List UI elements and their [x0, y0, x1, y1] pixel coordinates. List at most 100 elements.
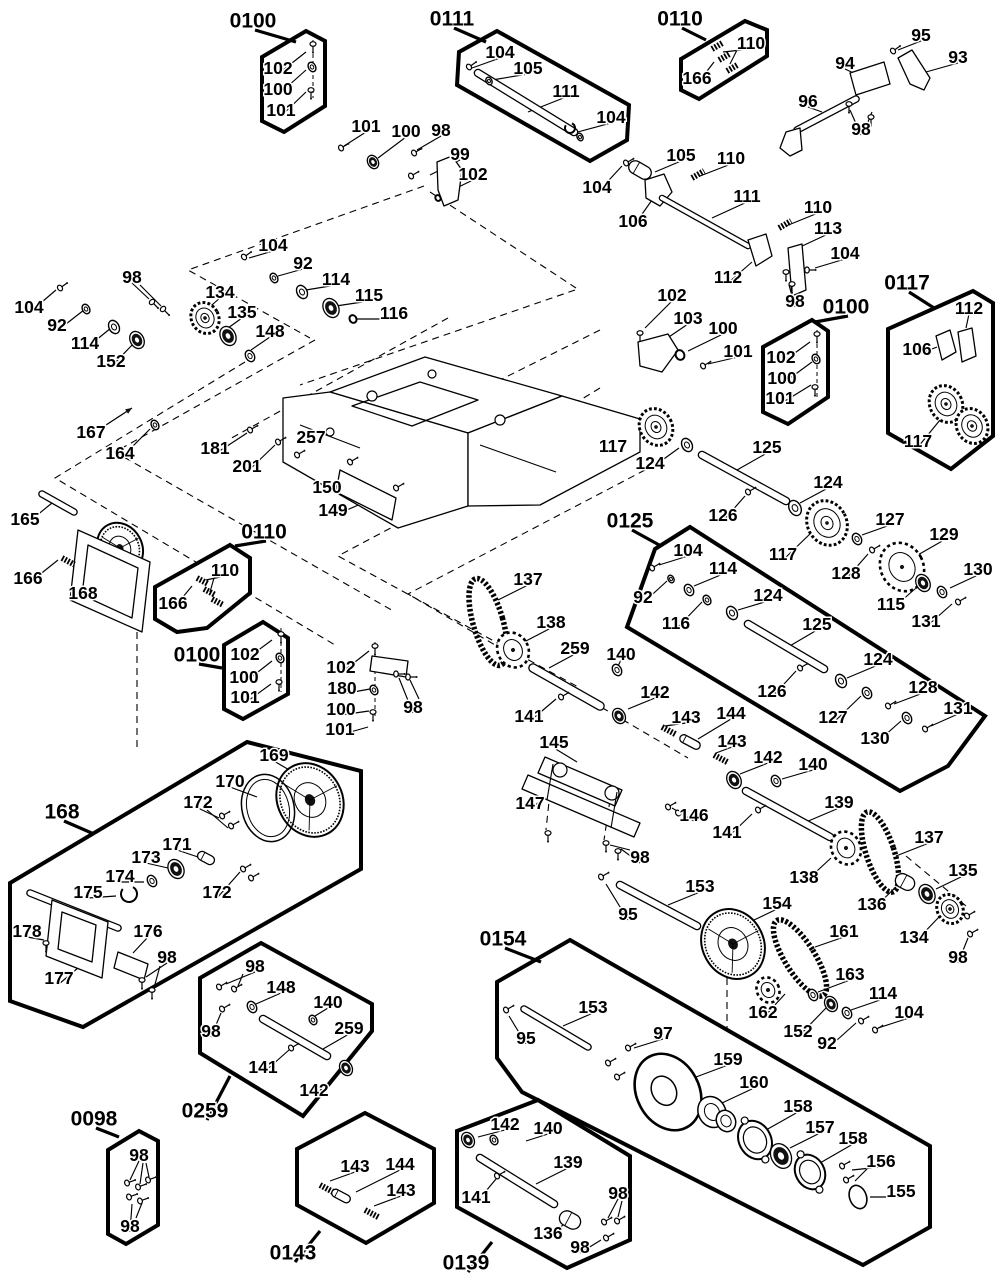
part-label-111: 111: [733, 186, 761, 206]
part-label-96: 96: [798, 91, 818, 111]
leader-line: [649, 447, 680, 470]
part-label-114: 114: [322, 269, 350, 289]
part-plate: [351, 381, 479, 427]
part-label-110: 110: [804, 197, 832, 217]
part-label-115: 115: [355, 285, 383, 305]
leader-line: [849, 109, 862, 136]
part-shaft: [529, 664, 604, 710]
leader-line: [850, 998, 884, 1011]
part-label-125: 125: [802, 614, 831, 634]
part-shaft: [660, 196, 750, 248]
leader-line: [654, 160, 682, 173]
leader-line: [475, 1178, 497, 1204]
part-art: [715, 1109, 737, 1133]
part-label-136: 136: [857, 894, 886, 914]
group-label-0100: 0100: [230, 10, 277, 33]
leader-line: [814, 258, 846, 269]
leader-line: [523, 627, 552, 643]
part-art: [884, 700, 897, 710]
part-label-98: 98: [570, 1237, 590, 1257]
part-label-98: 98: [129, 1145, 149, 1165]
part-label-259: 259: [560, 638, 589, 658]
leader-line: [781, 769, 814, 780]
part-art: [348, 314, 358, 324]
part-art: [770, 774, 782, 788]
part-art: [557, 691, 570, 701]
part-art: [851, 532, 863, 546]
part-label-98: 98: [157, 947, 177, 967]
leader-line: [726, 813, 753, 839]
leader-line: [129, 1160, 140, 1181]
part-plate: [81, 544, 139, 619]
leader-line: [707, 356, 739, 365]
part-label-102: 102: [326, 657, 355, 677]
leader-line: [341, 688, 371, 695]
leader-line: [355, 1169, 401, 1193]
part-art: [60, 555, 76, 568]
part-art: [717, 50, 732, 63]
part-art: [624, 1042, 637, 1052]
leader-line: [135, 1202, 143, 1219]
part-art: [159, 305, 171, 317]
part-label-92: 92: [817, 1033, 837, 1053]
part-art: [823, 995, 839, 1013]
leader-line: [609, 844, 631, 851]
leader-line: [762, 993, 786, 1019]
part-label-169: 169: [259, 745, 288, 765]
leader-line: [789, 1132, 821, 1149]
part-label-103: 103: [673, 308, 702, 328]
part-art: [871, 1024, 884, 1034]
part-art: [782, 269, 790, 282]
leader-line: [845, 553, 869, 580]
part-label-98: 98: [120, 1216, 140, 1236]
leader-line: [642, 580, 668, 604]
part-shaft: [39, 491, 77, 515]
leader-line: [145, 1162, 150, 1178]
leader-line: [145, 962, 168, 978]
part-label-163: 163: [835, 964, 864, 984]
part-label-143: 143: [717, 731, 746, 751]
part-label-101: 101: [723, 341, 752, 361]
part-art: [793, 1150, 827, 1194]
leader-line: [209, 577, 215, 593]
part-art: [295, 284, 309, 300]
part-art: [227, 820, 240, 830]
part-label-100: 100: [229, 667, 258, 687]
leader-line: [528, 698, 557, 723]
part-label-117: 117: [599, 436, 627, 456]
leader-line: [696, 61, 715, 85]
leader-line: [658, 555, 689, 566]
leader-line: [322, 1033, 350, 1050]
leader-line: [895, 842, 930, 857]
part-art: [275, 679, 283, 692]
leader-line: [819, 1143, 854, 1164]
part-label-168: 168: [68, 583, 97, 603]
part-label-92: 92: [633, 587, 653, 607]
part-label-173: 173: [131, 847, 160, 867]
part-label-97: 97: [653, 1023, 672, 1043]
part-art: [834, 673, 848, 689]
part-label-114: 114: [71, 333, 99, 353]
part-label-110: 110: [211, 560, 239, 580]
leader-line: [667, 891, 701, 906]
leader-line: [721, 1087, 755, 1104]
part-art: [602, 840, 610, 853]
part-art: [690, 168, 706, 181]
part-art: [613, 1071, 626, 1081]
part-art: [146, 874, 158, 888]
part-art: [215, 981, 228, 991]
part-art: [664, 801, 677, 811]
part-art: [371, 643, 379, 656]
leader-line: [416, 135, 442, 151]
part-label-135: 135: [227, 302, 256, 322]
part-label-137: 137: [914, 827, 943, 847]
part-art: [369, 709, 377, 722]
part-art: [202, 586, 217, 598]
part-art: [918, 883, 936, 905]
part-art: [845, 101, 853, 114]
leader-line: [893, 692, 924, 705]
part-hole: [325, 427, 335, 437]
part-plate: [335, 469, 397, 521]
part-hole: [427, 369, 437, 379]
